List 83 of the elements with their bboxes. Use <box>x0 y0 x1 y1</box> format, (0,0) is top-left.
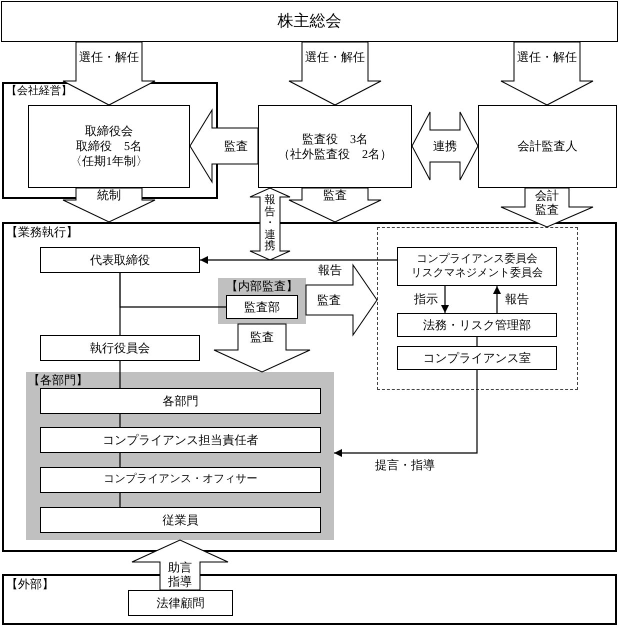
box-label: コンプライアンス・オフィサー <box>104 473 258 487</box>
box-label: コンプライアンス室 <box>423 350 531 366</box>
org-box <box>40 335 200 361</box>
org-box <box>397 346 557 370</box>
org-box <box>258 105 412 188</box>
edge-label: 報告 <box>318 262 342 278</box>
edge-label: 報告 <box>505 292 529 306</box>
block-arrow <box>500 42 594 106</box>
shaded-panel <box>26 372 334 540</box>
org-box <box>40 507 321 533</box>
org-box <box>397 247 557 286</box>
org-box <box>40 467 321 493</box>
org-box <box>1 1 618 42</box>
org-box <box>28 105 190 188</box>
org-box <box>40 247 200 273</box>
box-label: 各部門 <box>162 394 198 408</box>
group-heading: 【外部】 <box>6 577 54 592</box>
edge-label: 指示 <box>414 292 438 306</box>
edge-label: 監査 <box>250 330 274 344</box>
org-box <box>397 313 557 337</box>
connector-line <box>476 337 478 346</box>
connector-line <box>119 453 121 467</box>
block-arrow <box>411 112 479 180</box>
block-arrow <box>250 187 290 261</box>
edge-label: 統制 <box>97 188 121 202</box>
connector-line <box>119 273 226 308</box>
box-label: 執行役員会 <box>90 340 150 356</box>
box-label: コンプライアンス担当責任者 <box>102 432 258 448</box>
arrow <box>441 286 449 313</box>
edge-label: 監査 <box>317 292 341 308</box>
box-label: 取締役会 <box>85 124 133 139</box>
edge-label: 監査 <box>224 138 248 154</box>
org-box <box>40 388 321 414</box>
edge-label: 選任・解任 <box>79 50 139 64</box>
block-arrow <box>132 539 228 590</box>
group-frame <box>2 82 218 199</box>
box-label: リスクマネジメント委員会 <box>411 266 543 280</box>
box-label: 株主総会 <box>278 12 342 32</box>
org-box <box>478 105 617 188</box>
connector-line <box>119 361 121 388</box>
group-frame <box>2 574 617 625</box>
block-arrow <box>306 263 378 337</box>
block-arrow <box>500 188 594 228</box>
edge-label: 報告・連携 <box>264 195 276 253</box>
group-heading: 【各部門】 <box>28 373 88 388</box>
box-label: 法律顧問 <box>156 596 204 610</box>
box-label: 監査部 <box>244 300 280 314</box>
edge-label: 選任・解任 <box>305 50 365 64</box>
box-label: 会計監査人 <box>518 139 578 154</box>
edge-label: 会計監査 <box>535 188 559 218</box>
block-arrow <box>214 324 310 373</box>
group-heading: 【業務執行】 <box>6 225 78 240</box>
group-frame <box>2 222 617 552</box>
block-arrow <box>62 188 156 223</box>
box-label: コンプライアンス委員会 <box>416 252 538 266</box>
box-label: 代表取締役 <box>90 252 150 268</box>
shaded-panel <box>218 278 306 324</box>
block-arrow <box>62 42 156 106</box>
edge-label: 連携 <box>433 138 457 154</box>
connector-line <box>119 493 121 507</box>
box-label: 法務・リスク管理部 <box>423 318 531 332</box>
org-box <box>226 295 298 319</box>
edge-label: 助言指導 <box>168 560 192 590</box>
connector-line <box>119 414 121 427</box>
edge-label: 監査 <box>323 188 347 202</box>
block-arrow <box>288 188 382 223</box>
box-label: （社外監査役 2名） <box>278 146 392 162</box>
block-arrow <box>189 108 258 184</box>
group-heading: 【会社経営】 <box>6 85 72 98</box>
edge-label: 提言・指導 <box>375 458 435 472</box>
block-arrow <box>288 42 382 106</box>
org-box <box>40 427 321 453</box>
edge-label: 選任・解任 <box>517 50 577 64</box>
box-label: 監査役 3名 <box>302 132 368 146</box>
box-label: 取締役 5名 <box>76 139 142 154</box>
arrow <box>334 370 478 457</box>
box-label: 〈任期1年制〉 <box>70 154 148 169</box>
arrow <box>200 256 397 264</box>
org-box <box>128 590 233 616</box>
group-heading: 【内部監査】 <box>225 279 299 294</box>
dashed-frame <box>377 227 578 390</box>
box-label: 従業員 <box>162 512 198 528</box>
arrow <box>493 286 501 313</box>
